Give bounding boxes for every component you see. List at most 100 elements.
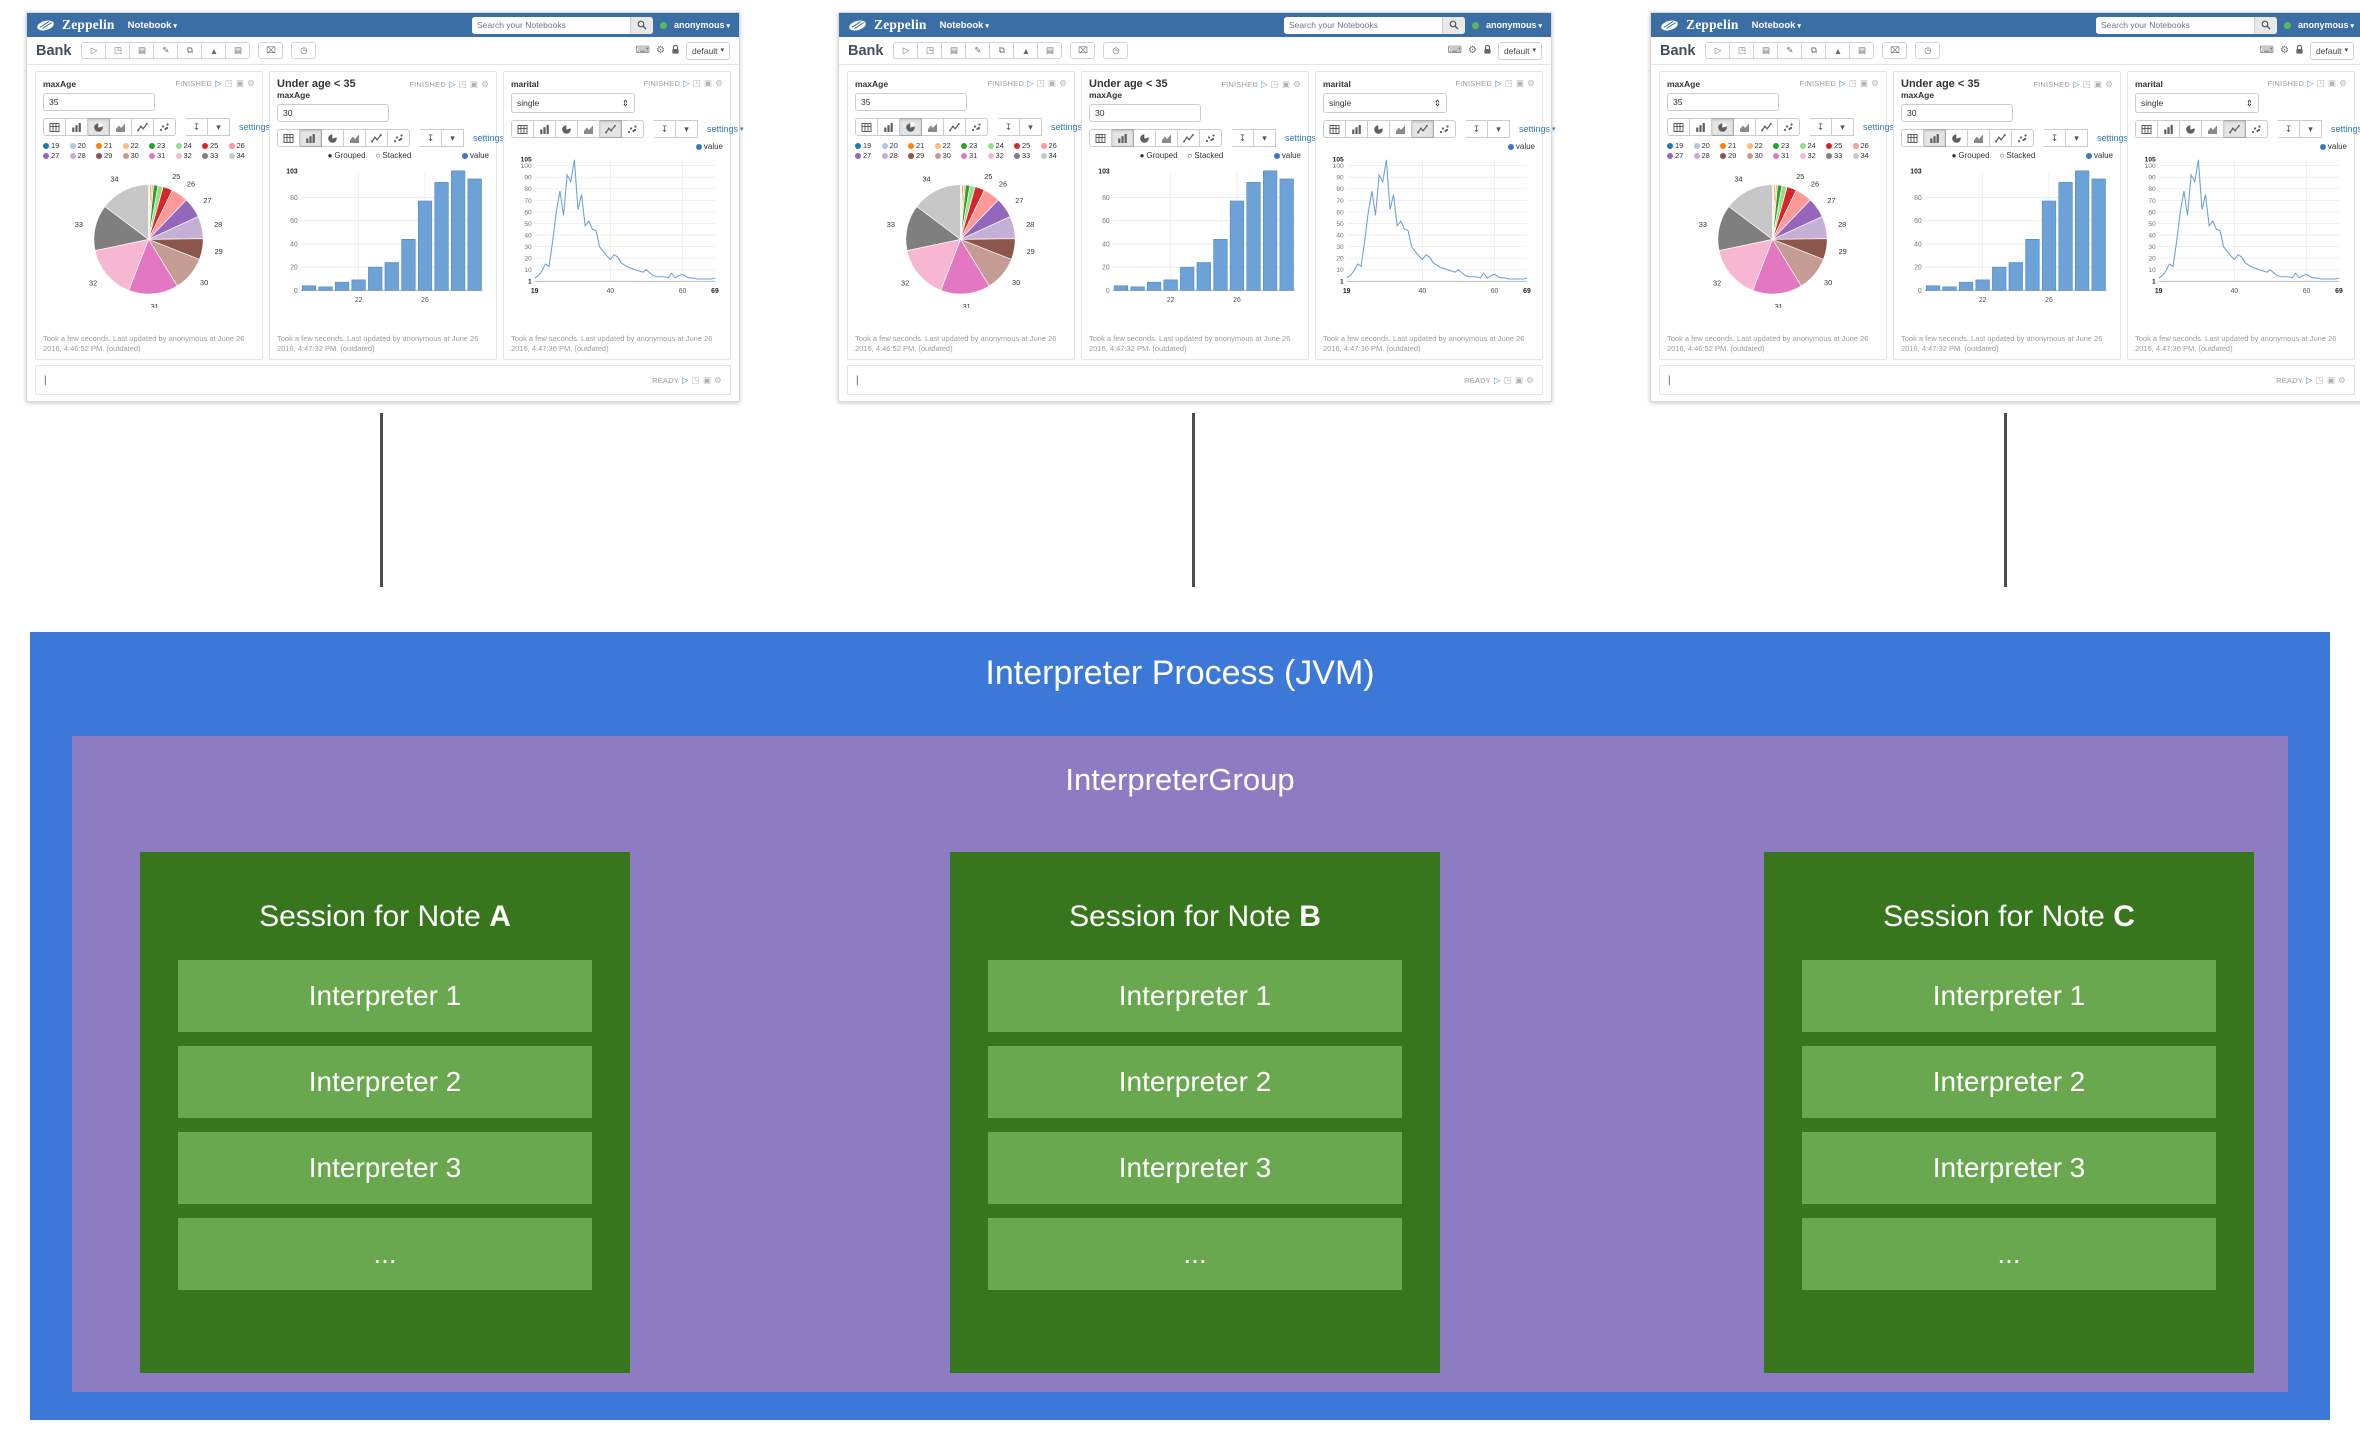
- resize-button[interactable]: ◳: [106, 42, 131, 59]
- gear-icon[interactable]: ⚙: [2339, 78, 2347, 88]
- legend-item[interactable]: 23: [1773, 141, 1800, 150]
- legend-item[interactable]: 23: [149, 141, 176, 150]
- link-icon[interactable]: ▣: [2093, 78, 2103, 89]
- legend-item[interactable]: 22: [122, 141, 150, 150]
- table-button[interactable]: [1667, 118, 1690, 136]
- play-icon[interactable]: ▷: [1026, 78, 1034, 88]
- resize-button[interactable]: ◳: [1730, 42, 1755, 59]
- legend-item[interactable]: 25: [202, 141, 229, 150]
- marital-select[interactable]: single⇕: [1323, 93, 1447, 113]
- pie-chart-button[interactable]: [2180, 120, 2202, 138]
- area-chart-button[interactable]: [344, 129, 366, 147]
- download-caret-button[interactable]: ▾: [1254, 129, 1276, 147]
- pie-chart-button[interactable]: [88, 118, 110, 136]
- marital-select[interactable]: single⇕: [2135, 93, 2259, 113]
- play-icon[interactable]: ▷: [2072, 78, 2080, 89]
- table-button[interactable]: [855, 118, 878, 136]
- play-icon[interactable]: ▷: [681, 374, 689, 385]
- clone-button[interactable]: ⧉: [178, 42, 203, 59]
- legend-item[interactable]: 29: [1720, 151, 1747, 160]
- download-caret-button[interactable]: ▾: [1832, 118, 1854, 136]
- download-caret-button[interactable]: ▾: [442, 129, 464, 147]
- gear-icon[interactable]: ⚙: [2105, 78, 2113, 89]
- keyboard-shortcuts-button[interactable]: ▤: [1754, 42, 1779, 59]
- bar-chart-button[interactable]: [1346, 120, 1368, 138]
- gear-icon[interactable]: ⚙: [1059, 78, 1067, 88]
- scheduler-button[interactable]: ◷: [1915, 42, 1941, 59]
- gear-icon[interactable]: ⚙: [1467, 44, 1477, 56]
- legend-item[interactable]: 27: [855, 151, 882, 160]
- file-button[interactable]: ▤: [1038, 42, 1063, 59]
- legend-item[interactable]: 27: [43, 151, 70, 160]
- legend-item[interactable]: 21: [1720, 141, 1747, 150]
- link-icon[interactable]: ▣: [235, 78, 245, 88]
- note-title[interactable]: Bank: [36, 42, 72, 59]
- play-button[interactable]: ▷: [893, 42, 919, 59]
- scatter-chart-button[interactable]: [1200, 129, 1222, 147]
- line-chart-button[interactable]: [1756, 118, 1778, 136]
- resize-icon[interactable]: ◳: [2315, 374, 2324, 385]
- legend-item[interactable]: 22: [934, 141, 962, 150]
- legend-item[interactable]: 27: [1667, 151, 1694, 160]
- legend-item[interactable]: 31: [1773, 151, 1800, 160]
- export-button[interactable]: ▲: [202, 42, 227, 59]
- link-icon[interactable]: ▣: [2326, 374, 2336, 385]
- legend-item[interactable]: 20: [1693, 141, 1721, 150]
- area-chart-button[interactable]: [1390, 120, 1412, 138]
- line-chart-button[interactable]: [944, 118, 966, 136]
- resize-icon[interactable]: ◳: [1848, 78, 1857, 88]
- bar-chart-button[interactable]: [300, 129, 322, 147]
- settings-link[interactable]: settings▾: [707, 124, 744, 134]
- export-button[interactable]: ▲: [1826, 42, 1851, 59]
- link-icon[interactable]: ▣: [2327, 78, 2337, 88]
- area-chart-button[interactable]: [578, 120, 600, 138]
- legend-item[interactable]: 28: [1693, 151, 1721, 160]
- legend-item[interactable]: 20: [69, 141, 97, 150]
- resize-button[interactable]: ◳: [918, 42, 943, 59]
- empty-paragraph[interactable]: |READY▷◳▣⚙: [1659, 365, 2355, 395]
- gear-icon[interactable]: ⚙: [1527, 78, 1535, 88]
- scatter-chart-button[interactable]: [966, 118, 988, 136]
- form-input-maxAge[interactable]: [1667, 93, 1779, 111]
- keyboard-shortcuts-button[interactable]: ▤: [130, 42, 155, 59]
- form-input-maxAge[interactable]: [43, 93, 155, 111]
- keyboard-icon[interactable]: ⌨: [1447, 44, 1462, 56]
- legend-item[interactable]: 24: [175, 141, 203, 150]
- scatter-chart-button[interactable]: [388, 129, 410, 147]
- gear-icon[interactable]: ⚙: [714, 374, 722, 385]
- pencil-button[interactable]: ✎: [966, 42, 991, 59]
- legend-item[interactable]: 25: [1826, 141, 1853, 150]
- bar-chart-button[interactable]: [878, 118, 900, 136]
- play-icon[interactable]: ▷: [448, 78, 456, 89]
- empty-paragraph[interactable]: |READY▷◳▣⚙: [847, 365, 1543, 395]
- legend-item[interactable]: 23: [961, 141, 988, 150]
- stacked-radio[interactable]: ○Stacked: [2000, 151, 2036, 160]
- scatter-chart-button[interactable]: [154, 118, 176, 136]
- download-button[interactable]: ↧: [1810, 118, 1832, 136]
- pie-chart-button[interactable]: [556, 120, 578, 138]
- keyboard-icon[interactable]: ⌨: [2259, 44, 2274, 56]
- legend-item[interactable]: 33: [1826, 151, 1853, 160]
- legend-item[interactable]: 24: [1799, 141, 1827, 150]
- resize-icon[interactable]: ◳: [1503, 374, 1512, 385]
- stacked-radio[interactable]: ○Stacked: [376, 151, 412, 160]
- scatter-chart-button[interactable]: [1434, 120, 1456, 138]
- download-button[interactable]: ↧: [2044, 129, 2066, 147]
- area-chart-button[interactable]: [1156, 129, 1178, 147]
- bar-chart-button[interactable]: [66, 118, 88, 136]
- link-icon[interactable]: ▣: [1047, 78, 1057, 88]
- download-caret-button[interactable]: ▾: [1488, 120, 1510, 138]
- note-title[interactable]: Bank: [1660, 42, 1696, 59]
- legend-item[interactable]: 29: [96, 151, 123, 160]
- pie-chart-button[interactable]: [1712, 118, 1734, 136]
- gear-icon[interactable]: ⚙: [1526, 374, 1534, 385]
- table-button[interactable]: [43, 118, 66, 136]
- play-icon[interactable]: ▷: [214, 78, 222, 88]
- line-chart-button[interactable]: [1412, 120, 1434, 138]
- area-chart-button[interactable]: [1734, 118, 1756, 136]
- resize-icon[interactable]: ◳: [458, 78, 467, 89]
- play-icon[interactable]: ▷: [2305, 374, 2313, 385]
- scatter-chart-button[interactable]: [622, 120, 644, 138]
- legend-item[interactable]: 21: [908, 141, 935, 150]
- clone-button[interactable]: ⧉: [1802, 42, 1827, 59]
